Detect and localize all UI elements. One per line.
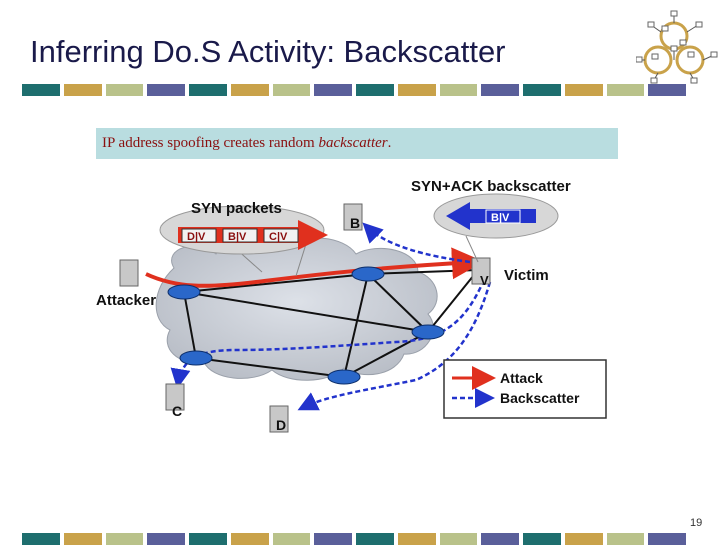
synack-label: SYN+ACK backscatter — [411, 178, 571, 195]
slide-title: Inferring Do.S Activity: Backscatter — [30, 34, 506, 69]
host-c-label: C — [172, 403, 182, 419]
stripe-segment — [63, 84, 102, 96]
stripe-segment — [397, 84, 436, 96]
attack-path — [145, 247, 484, 288]
stripe-segment — [189, 533, 227, 545]
syn-packets-label: SYN packets — [191, 200, 282, 217]
attacker-label: Attacker — [96, 292, 156, 309]
stripe-segment — [439, 84, 478, 96]
bottom-decor-stripe — [22, 533, 690, 545]
stripe-segment — [314, 533, 352, 545]
stripe-segment — [230, 533, 269, 545]
legend-backscatter: Backscatter — [500, 390, 580, 406]
stripe-segment — [22, 84, 60, 96]
stripe-segment — [481, 84, 519, 96]
stripe-segment — [63, 533, 102, 545]
network-logo-icon — [636, 10, 718, 84]
syn-packet-3: C|V — [269, 231, 288, 243]
stripe-segment — [314, 84, 352, 96]
stripe-segment — [22, 533, 60, 545]
page-number: 19 — [690, 517, 703, 529]
stripe-segment — [272, 533, 311, 545]
stripe-segment — [356, 533, 394, 545]
victim-label: Victim — [504, 267, 549, 284]
stripe-segment — [606, 84, 645, 96]
stripe-segment — [439, 533, 478, 545]
top-decor-stripe — [22, 84, 690, 96]
syn-packet-2: B|V — [228, 231, 247, 243]
stripe-segment — [523, 84, 561, 96]
stripe-segment — [147, 84, 185, 96]
legend: Attack Backscatter — [443, 359, 607, 419]
stripe-segment — [272, 84, 311, 96]
legend-attack: Attack — [500, 370, 543, 386]
stripe-segment — [523, 533, 561, 545]
caption-end: . — [387, 135, 392, 151]
victim-letter: V — [480, 273, 489, 288]
stripe-segment — [105, 533, 144, 545]
slide-caption: IP address spoofing creates random backs… — [96, 128, 618, 159]
host-d-label: D — [276, 417, 286, 433]
caption-italic-text: backscatter — [318, 135, 388, 151]
router-icon — [167, 266, 445, 385]
stripe-segment — [147, 533, 185, 545]
stripe-segment — [648, 84, 686, 96]
stripe-segment — [481, 533, 519, 545]
stripe-segment — [230, 84, 269, 96]
stripe-segment — [397, 533, 436, 545]
syn-packet-1: D|V — [187, 231, 206, 243]
stripe-segment — [564, 533, 603, 545]
stripe-segment — [189, 84, 227, 96]
stripe-segment — [606, 533, 645, 545]
synack-packet: B|V — [491, 212, 510, 224]
stripe-segment — [356, 84, 394, 96]
stripe-segment — [105, 84, 144, 96]
caption-text: IP address spoofing creates random — [102, 135, 319, 151]
server-icon — [119, 203, 491, 433]
backscatter-diagram: SYN packets D|V B|V C|V SYN+ACK backscat… — [66, 170, 642, 444]
host-b-label: B — [350, 215, 360, 231]
stripe-segment — [564, 84, 603, 96]
backscatter-path-d — [297, 281, 492, 411]
stripe-segment — [648, 533, 686, 545]
